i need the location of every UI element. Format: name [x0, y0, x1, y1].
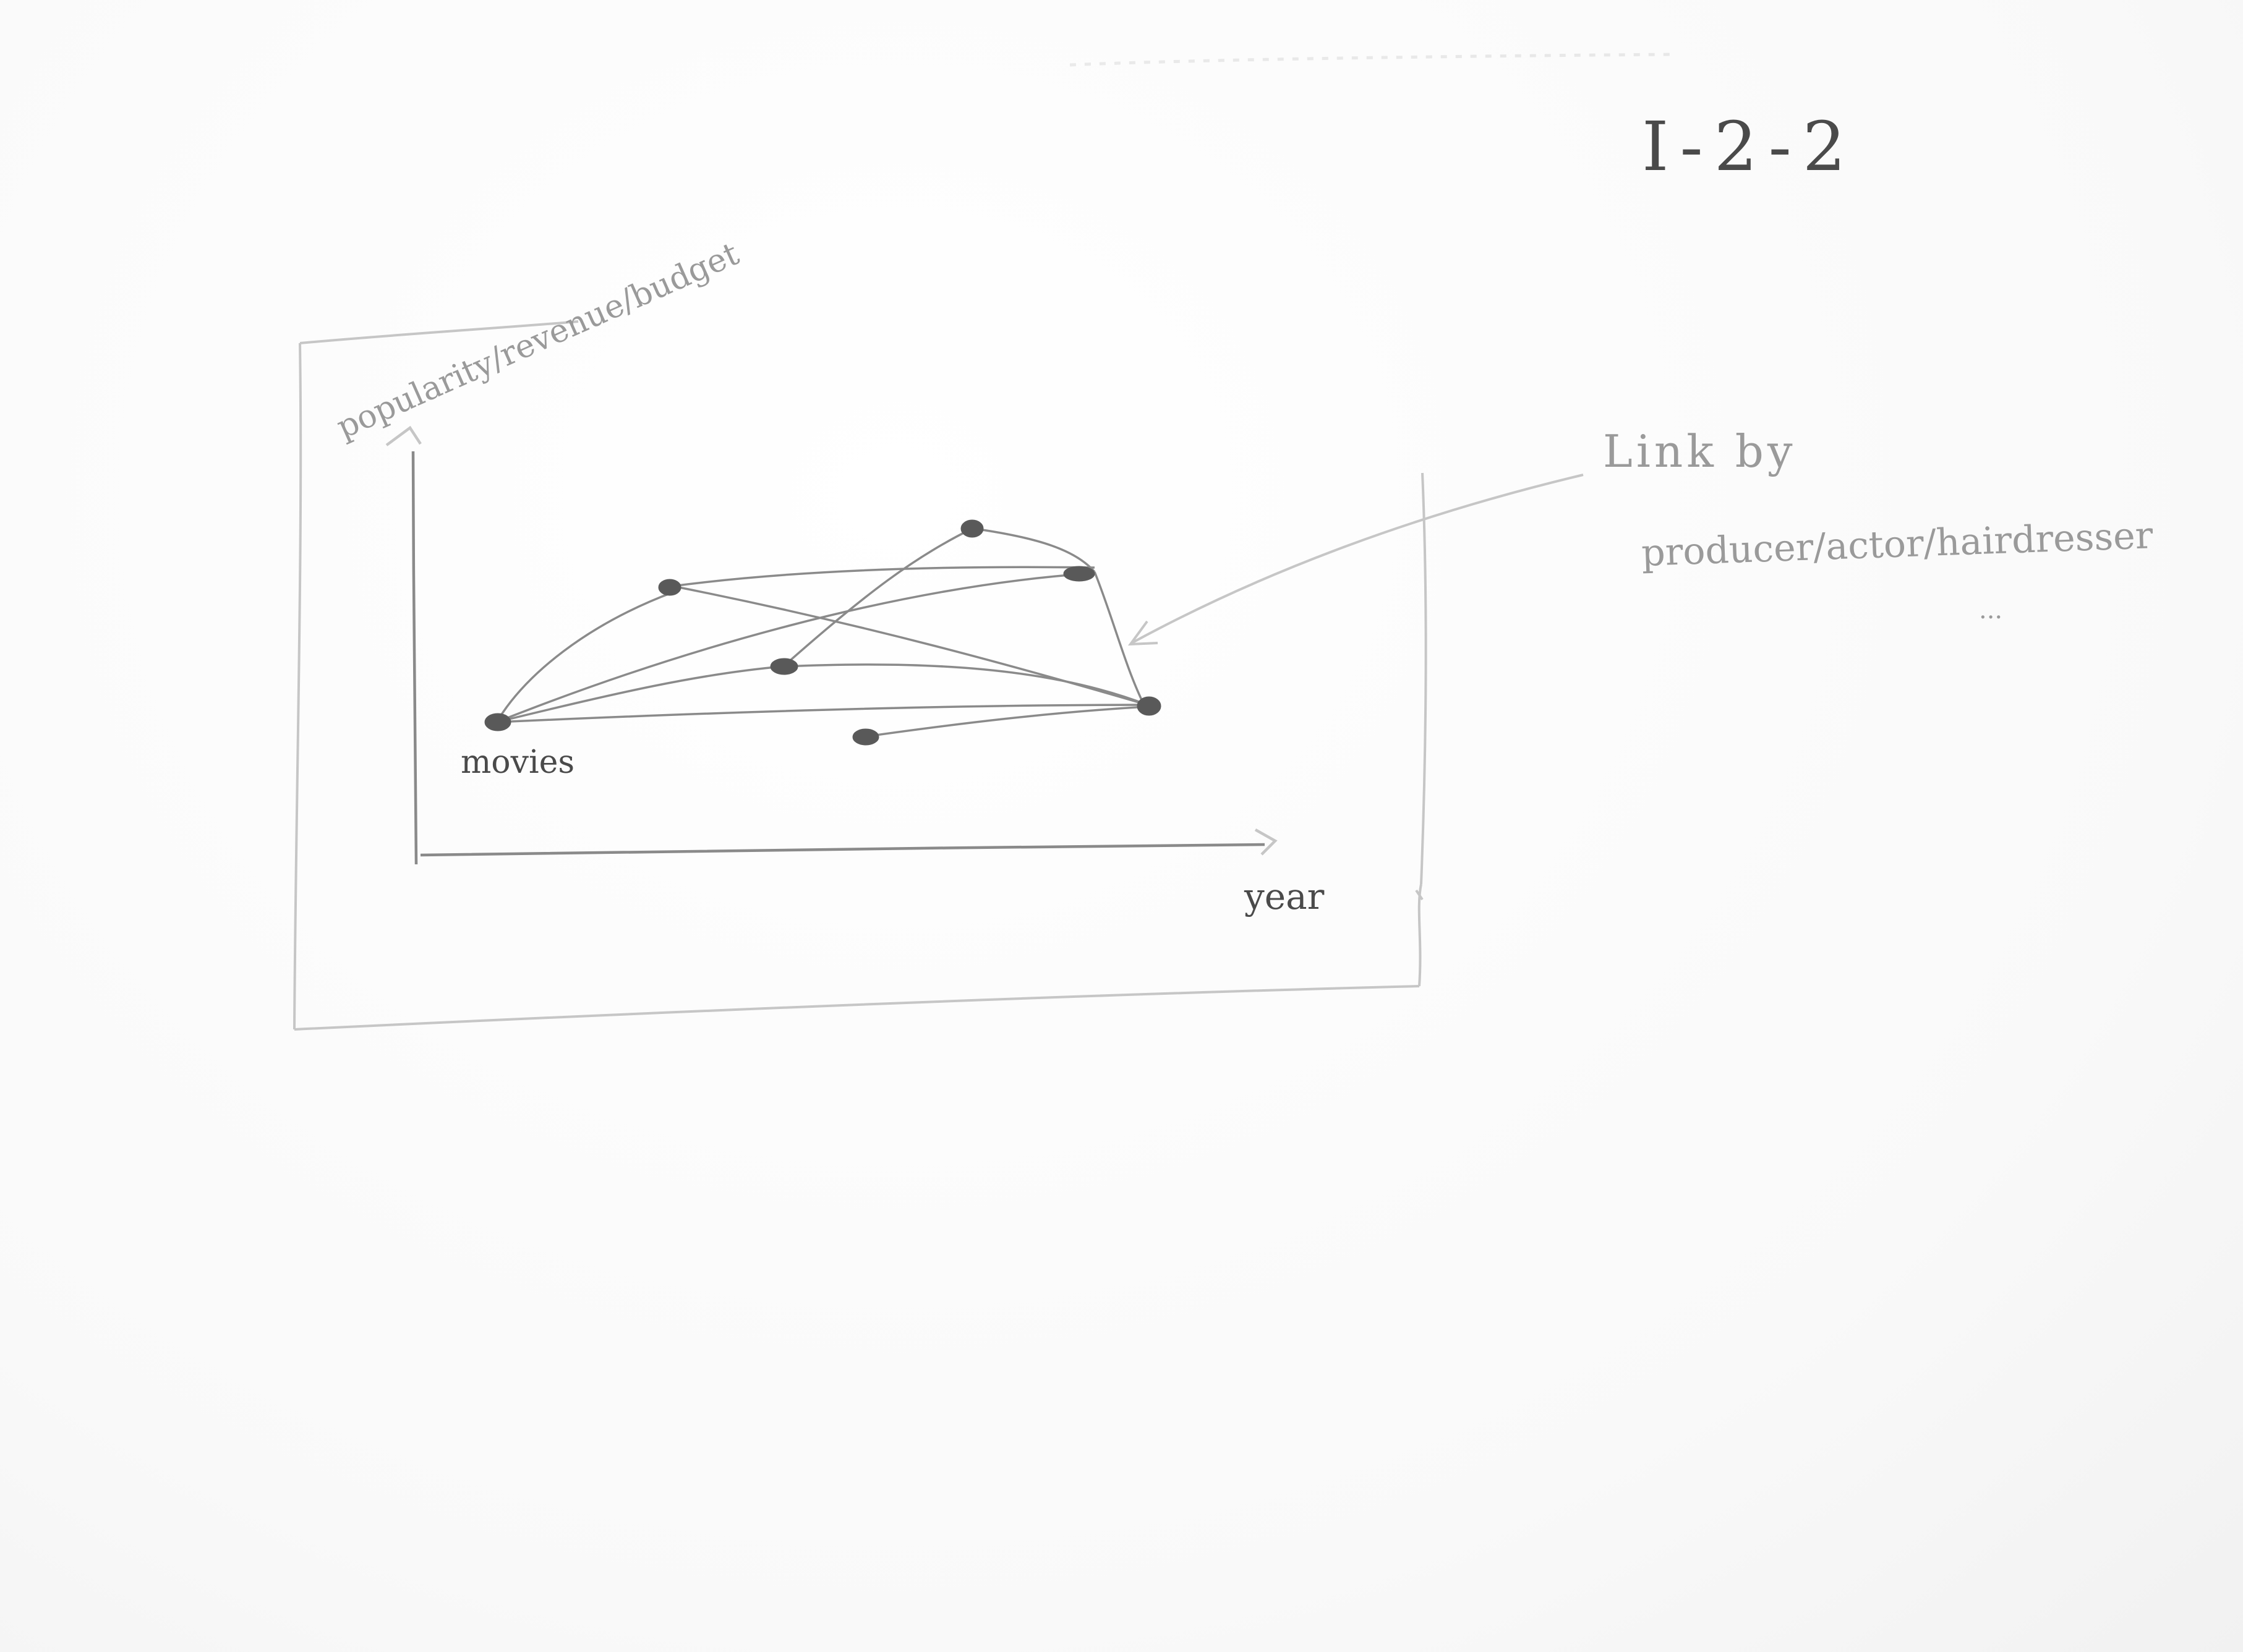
link-edge [1093, 571, 1145, 705]
link-edge [784, 527, 973, 666]
x-axis-label: year [1244, 875, 1325, 918]
link-edge [496, 704, 1148, 723]
movie-node [960, 519, 984, 538]
movie-node [484, 713, 511, 731]
movie-node [770, 658, 798, 675]
link-edge [495, 591, 673, 723]
link-edge [785, 663, 1148, 706]
y-axis-label: popularity/revenue/budget [331, 236, 745, 446]
link-edge [496, 665, 783, 723]
movie-nodes [484, 519, 1161, 746]
movie-links [495, 527, 1148, 738]
link-edge [672, 585, 1148, 706]
movie-node [852, 728, 879, 746]
faint-bleedthrough-text [1069, 53, 1670, 67]
link-edge [672, 566, 1095, 587]
annotation-line-1: Link by [1603, 425, 1797, 477]
x-axis [420, 828, 1278, 857]
movie-node [1063, 566, 1095, 582]
annotation-line-2: producer/actor/hairdresser [1641, 514, 2154, 575]
page-label: I-2-2 [1642, 107, 1857, 186]
link-edge [496, 573, 1086, 723]
link-edge [973, 527, 1096, 573]
y-axis [385, 425, 422, 865]
movie-node [658, 579, 681, 596]
annotation-arrow [1127, 474, 1584, 646]
movie-node [1137, 696, 1161, 716]
annotation-ellipsis: ... [1979, 596, 2002, 624]
outer-frame [293, 320, 1427, 1031]
link-edge [862, 705, 1148, 738]
movies-label: movies [461, 744, 575, 781]
